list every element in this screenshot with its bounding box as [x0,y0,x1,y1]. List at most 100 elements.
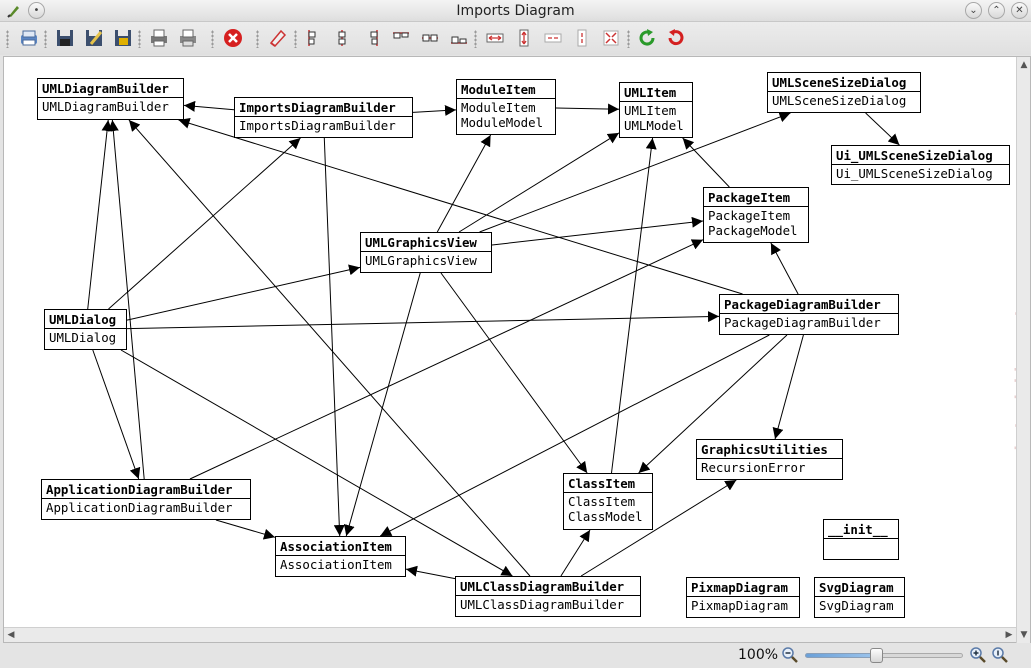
save-image-icon[interactable] [112,27,134,49]
module-node-contents: AssociationItem [276,556,405,572]
import-arrow [555,103,620,115]
scroll-up-arrow[interactable]: ▲ [1020,60,1028,70]
module-entry: UMLDiagramBuilder [42,99,169,114]
vertical-scrollbar[interactable]: ▲ ▼ [1016,57,1030,643]
minimize-button[interactable]: ⌄ [965,2,982,19]
window-menu-button[interactable]: • [28,2,45,19]
module-node-contents: RecursionError [697,459,842,475]
import-arrow [580,479,737,577]
module-node-contents: Ui_UMLSceneSizeDialog [832,165,1009,181]
module-entry: UMLGraphicsView [365,253,477,268]
module-entry: UMLModel [624,118,684,133]
undo-icon[interactable] [664,27,686,49]
align-bottom-icon[interactable] [448,27,470,49]
save-as-icon[interactable] [83,27,105,49]
align-top-icon[interactable] [390,27,412,49]
module-entry: SvgDiagram [819,598,894,613]
module-entry: ApplicationDiagramBuilder [46,500,233,515]
align-left-icon[interactable] [302,27,324,49]
print-setup-icon[interactable] [177,27,199,49]
import-arrow [92,349,141,480]
zoom-out-icon[interactable] [781,646,799,664]
module-node-title: UMLDiagramBuilder [38,79,183,98]
title-bar: • Imports Diagram ⌄ ⌃ ✕ [0,0,1031,22]
import-arrow [107,119,145,480]
refresh-icon[interactable] [636,27,658,49]
toolbar-separator [256,30,259,48]
module-node-contents [824,539,898,540]
module-node-title: ImportsDiagramBuilder [235,98,412,117]
import-arrow [479,111,791,233]
module-entry: AssociationItem [280,557,392,572]
module-node-contents: UMLDialog [45,329,126,345]
import-arrow [610,137,657,474]
same-size-icon[interactable] [542,27,564,49]
close-button[interactable]: ✕ [1011,2,1028,19]
toolbar-separator [294,30,297,48]
scroll-down-arrow[interactable]: ▼ [1020,630,1028,640]
make-horizontal-icon[interactable] [571,27,593,49]
module-node-title: SvgDiagram [815,578,904,597]
make-vertical-icon[interactable] [600,27,622,49]
rescan-icon[interactable] [267,27,289,49]
zoom-in-icon[interactable] [969,646,987,664]
zoom-reset-icon[interactable] [991,646,1009,664]
import-arrow [405,565,456,580]
import-arrow [412,105,457,116]
save-icon[interactable] [54,27,76,49]
zoom-slider[interactable] [805,653,877,658]
maximize-button[interactable]: ⌃ [988,2,1005,19]
align-center-icon[interactable] [331,27,353,49]
window-title: Imports Diagram [456,3,575,19]
scroll-left-arrow[interactable]: ◀ [7,630,15,640]
print-preview-icon[interactable] [18,27,40,49]
zoom-slider-handle[interactable] [870,648,884,663]
toolbar-separator [474,30,477,48]
module-entry: PackageModel [708,223,798,238]
delete-icon[interactable] [222,27,244,49]
module-node-title: PackageItem [704,188,808,207]
print-icon[interactable] [148,27,170,49]
toolbar-grip[interactable] [6,30,9,48]
module-node-title: PackageDiagramBuilder [720,295,898,314]
import-arrow [440,272,588,474]
align-right-icon[interactable] [362,27,384,49]
import-arrow [87,119,113,310]
same-width-icon[interactable] [484,27,506,49]
module-entry: ClassItem [568,494,636,509]
module-node-contents: ImportsDiagramBuilder [235,117,412,133]
module-entry: RecursionError [701,460,806,475]
module-node-contents: ApplicationDiagramBuilder [42,499,250,515]
scroll-right-arrow[interactable]: ▶ [1005,630,1013,640]
same-height-icon[interactable] [513,27,535,49]
import-arrow [682,137,730,188]
diagram-edges [87,100,900,580]
module-node-title: UMLDialog [45,310,126,329]
module-node-title: __init__ [824,520,898,539]
import-arrow [638,334,788,474]
module-node-title: PixmapDiagram [687,578,799,597]
module-node[interactable]: __init__ [823,519,899,560]
align-middle-icon[interactable] [419,27,441,49]
horizontal-scrollbar[interactable]: ◀ ▶ [4,627,1016,642]
toolbar-separator [44,30,47,48]
